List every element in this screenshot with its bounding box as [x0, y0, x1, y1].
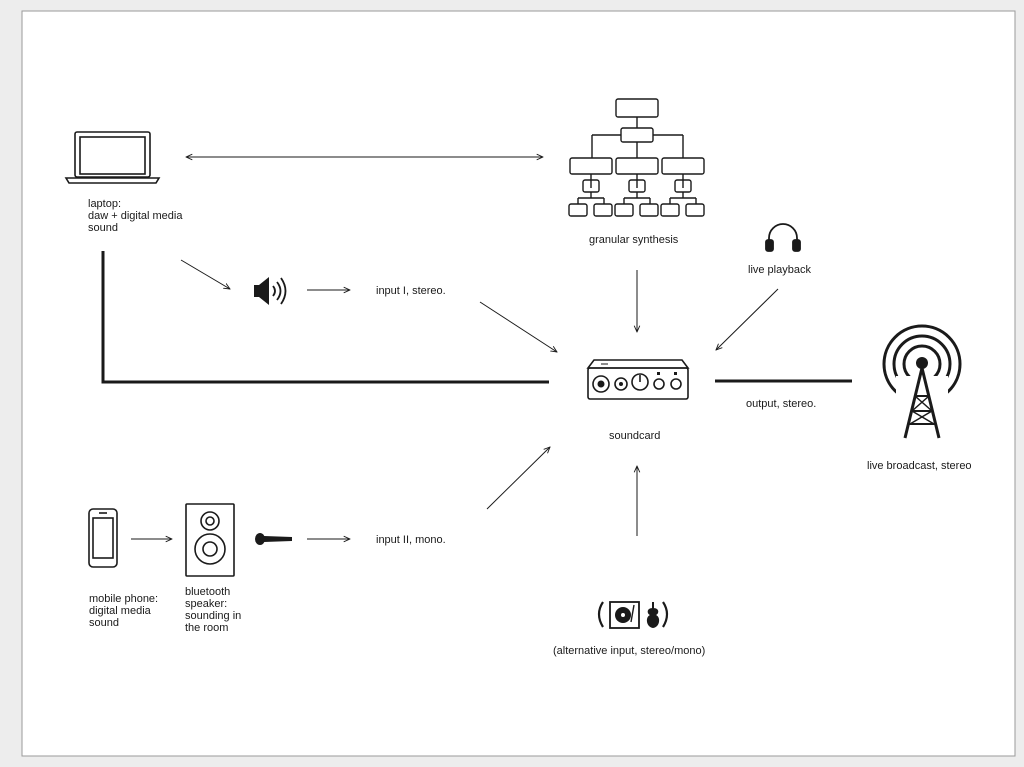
- input-two-soundcard-arrow: [486, 447, 550, 510]
- loudspeaker-icon: [185, 503, 235, 577]
- output-label: output, stereo.: [746, 398, 816, 410]
- soundcard-label: soundcard: [609, 430, 660, 442]
- microphone-icon: [255, 533, 292, 545]
- turntable-violin-icon: [597, 601, 669, 629]
- mobile-phone-icon: [88, 508, 118, 568]
- laptop-speaker-arrow: [180, 259, 230, 289]
- input-two-label: input II, mono.: [376, 534, 446, 546]
- mobile-phone-label: mobile phone: digital media sound: [89, 593, 161, 629]
- input-one-label: input I, stereo.: [376, 285, 446, 297]
- alternative-input-label: (alternative input, stereo/mono): [553, 645, 705, 657]
- live-playback-label: live playback: [748, 264, 811, 276]
- laptop-icon: [64, 131, 161, 184]
- hierarchy-icon: [568, 98, 705, 217]
- radio-tower-icon: [882, 324, 962, 439]
- speaker-volume-icon: [254, 277, 287, 305]
- live-broadcast-label: live broadcast, stereo: [867, 460, 972, 472]
- audio-interface-icon: [586, 359, 690, 400]
- headphones-icon: [765, 223, 801, 252]
- granular-synthesis-label: granular synthesis: [589, 234, 679, 246]
- input-one-soundcard-arrow: [479, 301, 557, 352]
- playback-soundcard-arrow: [716, 288, 779, 350]
- laptop-label: laptop: daw + digital media sound: [88, 198, 186, 234]
- laptop-direct-line: [101, 251, 549, 384]
- bluetooth-speaker-label: bluetooth speaker: sounding in the room: [185, 586, 244, 634]
